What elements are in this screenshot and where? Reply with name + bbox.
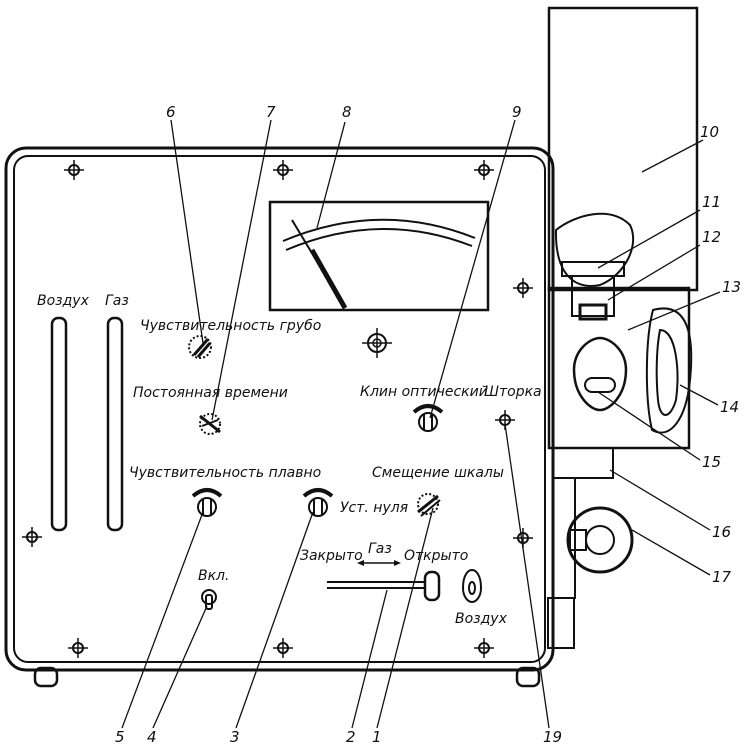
side-box [547, 286, 693, 649]
callout-3: 3 [230, 728, 240, 746]
callout-5: 5 [115, 728, 125, 746]
time-const-knob [199, 413, 221, 435]
leader-lines [121, 119, 721, 729]
label-optical-wedge: Клин оптический [360, 384, 488, 400]
label-shutter: Шторка [484, 384, 542, 400]
callout-16: 16 [712, 523, 731, 541]
callout-6: 6 [166, 103, 176, 121]
gas-valve-slider [327, 570, 441, 602]
sens-coarse-knob [188, 335, 212, 359]
label-vozdukh-bottom: Воздух [455, 611, 508, 627]
label-zero-set: Уст. нуля [340, 500, 408, 516]
callout-8: 8 [342, 103, 352, 121]
callout-2: 2 [346, 728, 356, 746]
optical-wedge-knob [412, 404, 444, 432]
gas-arrow [357, 560, 401, 566]
screw-icon [68, 638, 88, 658]
callout-numbers: 6 7 8 9 10 11 12 13 14 15 16 17 5 4 3 2 … [115, 103, 741, 746]
rotameter-tubes [50, 316, 124, 532]
label-scale-shift: Смещение шкалы [372, 465, 504, 481]
label-closed: Закрыто [300, 548, 363, 564]
main-housing [4, 146, 555, 688]
label-sens-coarse: Чувствительность грубо [140, 318, 321, 334]
callout-15: 15 [702, 453, 721, 471]
label-power-on: Вкл. [198, 568, 229, 584]
callout-1: 1 [372, 728, 382, 746]
label-vozdukh-top: Воздух [37, 293, 90, 309]
knobs [188, 335, 483, 610]
callout-13: 13 [722, 278, 741, 296]
label-time-const: Постоянная времени [133, 385, 288, 401]
power-toggle [201, 589, 217, 610]
zero-set-knob [302, 488, 334, 517]
meter [268, 200, 490, 312]
scale-shift-knob [417, 493, 441, 517]
screw-icon [22, 527, 42, 547]
air-valve [461, 568, 483, 604]
label-sens-fine: Чувствительность плавно [129, 465, 321, 481]
panel-labels: Воздух Газ Чувствительность грубо Постоя… [37, 293, 542, 627]
sens-fine-knob [191, 488, 223, 517]
screw-icon [362, 328, 392, 358]
callout-9: 9 [512, 103, 522, 121]
label-gaz-top: Газ [105, 293, 129, 309]
label-gas: Газ [368, 541, 392, 557]
callout-10: 10 [700, 123, 719, 141]
callout-17: 17 [712, 568, 732, 586]
callout-4: 4 [147, 728, 157, 746]
tall-column [547, 6, 699, 321]
screw-icon [474, 638, 494, 658]
callout-12: 12 [702, 228, 721, 246]
screw-icon [273, 638, 293, 658]
callout-7: 7 [266, 103, 276, 121]
mounting-screws [22, 160, 533, 658]
callout-19: 19 [543, 728, 562, 746]
screw-icon [474, 160, 494, 180]
callout-14: 14 [720, 398, 739, 416]
callout-11: 11 [702, 193, 721, 211]
label-open: Открыто [404, 548, 468, 564]
screw-icon [513, 278, 533, 298]
screw-icon [64, 160, 84, 180]
screw-icon [273, 160, 293, 180]
